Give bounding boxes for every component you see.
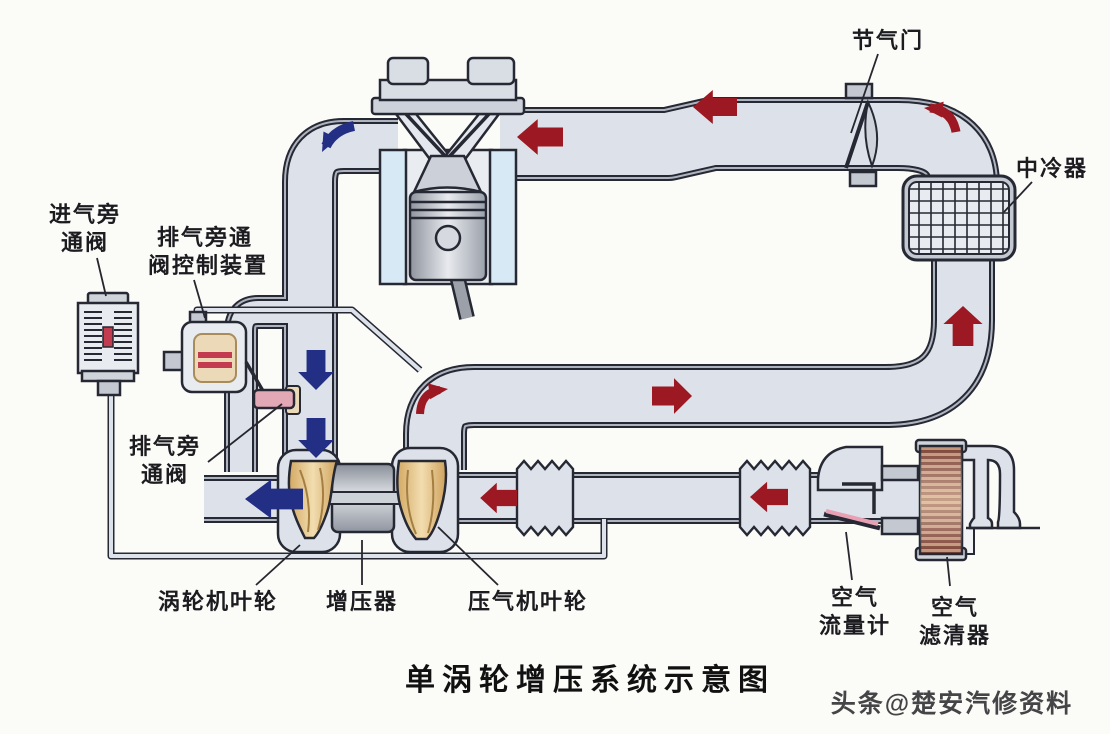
filter-element-sheen (920, 446, 962, 554)
meter-dome (816, 445, 884, 492)
valve-base (80, 369, 136, 383)
air-flow-meter-label-line2: 流量计 (819, 613, 891, 638)
air-filter-label-line2: 滤清器 (919, 623, 991, 648)
valve-stem (96, 379, 122, 397)
piston-rings (410, 200, 486, 220)
wastegate-valve (252, 385, 301, 415)
turbo-shaft (323, 491, 401, 505)
throttle-shaft-boss-bottom (848, 170, 878, 188)
air-flow-meter (816, 445, 920, 536)
engine-cylinder (370, 56, 526, 320)
intercooler-fins (910, 183, 1008, 253)
meter-flap-pad (825, 509, 879, 526)
actuator-seal-2 (198, 362, 232, 368)
compressor-wheel-label: 压气机叶轮 (468, 589, 588, 614)
throttle-bore-shadow (864, 98, 879, 169)
filter-housing-gap (961, 445, 975, 555)
throttle-label: 节气门 (852, 28, 924, 53)
intercooler-label: 中冷器 (1016, 156, 1088, 181)
wastegate-puck (252, 388, 296, 410)
meter-coupler-top (880, 464, 920, 482)
valve-spring-right (114, 311, 132, 361)
turbocharger-assembly (276, 446, 460, 554)
corrugated-hose (515, 459, 575, 537)
meter-flap (823, 511, 881, 531)
valve-cover-right (466, 56, 516, 86)
intercooler (901, 174, 1017, 262)
intercooler-core (908, 181, 1010, 255)
water-jacket-left (378, 148, 408, 286)
meter-linkage (842, 482, 876, 514)
turbine-wheel-label: 涡轮机叶轮 (158, 589, 278, 614)
meter-coupler-bottom (880, 516, 920, 536)
bypass-recirculation-tube (107, 392, 608, 560)
leader-lines (96, 53, 1033, 587)
throttle-shaft-boss-top (844, 82, 874, 100)
exhaust-bypass-control-label-line1: 排气旁通 (157, 225, 253, 250)
actuator-seal-1 (198, 352, 232, 358)
turbine-blades (299, 467, 324, 533)
exhaust-bypass-valve-label-line1: 排气旁 (129, 434, 201, 459)
diagram-title: 单涡轮增压系统示意图 (405, 663, 775, 697)
compressor-blades (406, 469, 435, 535)
turbocharger-label: 增压器 (326, 589, 398, 614)
flow-arrows (245, 90, 983, 519)
combustion-dome (411, 154, 484, 194)
water-jacket-right (488, 148, 518, 286)
valve-cover-left (386, 56, 430, 86)
intake-bypass-valve-label-line1: 进气旁 (49, 202, 121, 227)
throttle-body (844, 82, 879, 188)
valve-stems (404, 112, 491, 160)
watermark: 头条@楚安汽修资料 (831, 689, 1073, 718)
intake-bypass-valve-label-line2: 通阀 (61, 230, 109, 255)
component-labels: 节气门 中冷器 进气旁 通阀 排气旁通 阀控制装置 排气旁 通阀 涡轮机叶轮 增… (49, 28, 1088, 648)
exhaust-bypass-valve-label-line2: 通阀 (141, 462, 189, 487)
air-flow-meter-label-line1: 空气 (831, 585, 879, 610)
intake-snorkel (960, 444, 1022, 530)
exhaust-bypass-control-label-line2: 阀控制装置 (148, 253, 268, 278)
intake-bypass-valve (76, 291, 140, 397)
throttle-plate (844, 101, 870, 169)
valve-poppet (102, 326, 114, 348)
piston-pin (434, 224, 462, 252)
valve-spring-left (84, 311, 102, 361)
air-filter-label-line1: 空气 (931, 595, 979, 620)
air-filter (914, 438, 1040, 562)
